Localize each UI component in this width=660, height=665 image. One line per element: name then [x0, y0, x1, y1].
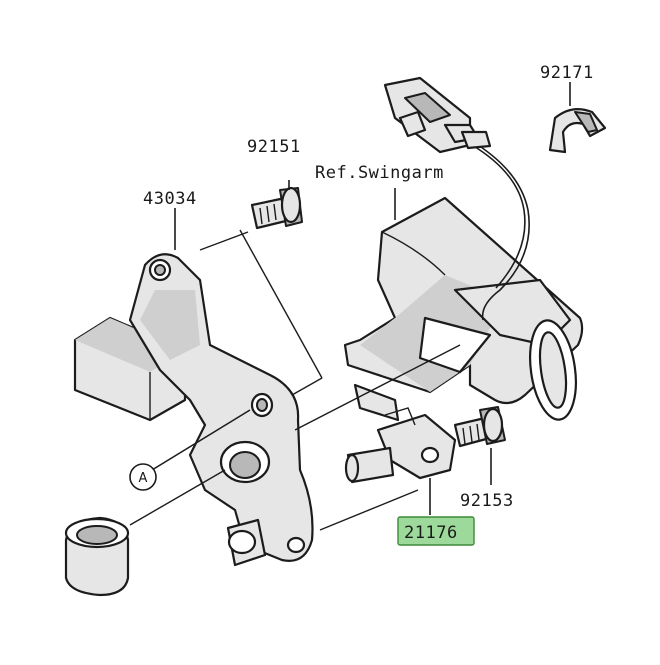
swingarm-reference [343, 196, 584, 421]
label-92171: 92171 [540, 63, 594, 83]
collar-bushing [64, 516, 130, 597]
label-92153: 92153 [460, 491, 514, 511]
sensor-cable [469, 139, 530, 321]
sensor-21176 [344, 383, 457, 515]
clip-92171 [548, 82, 607, 154]
label-21176-highlight[interactable]: 21176 [397, 516, 475, 546]
sensor-connector [383, 76, 492, 154]
highlight-box [397, 516, 475, 546]
bolt-92153 [453, 406, 506, 485]
label-92151: 92151 [247, 137, 301, 157]
marker-a-text: A [139, 471, 148, 486]
assembly-lines [129, 229, 461, 531]
label-43034: 43034 [143, 189, 197, 209]
marker-a: A [129, 463, 157, 491]
label-21176: 21176 [404, 523, 458, 543]
bracket-43034 [73, 208, 314, 567]
bolt-92151 [250, 180, 303, 230]
label-ref-swingarm: Ref.Swingarm [315, 163, 444, 183]
